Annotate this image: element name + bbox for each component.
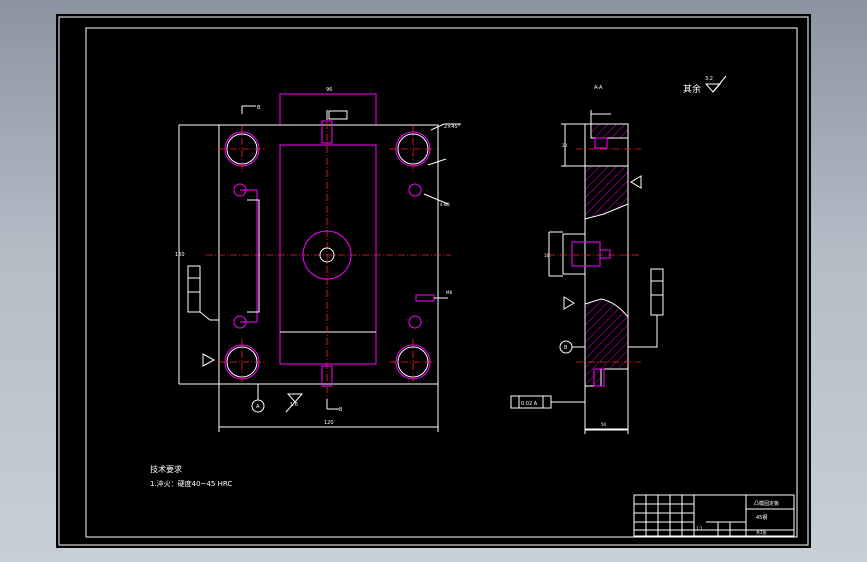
title-scale: 1:1 xyxy=(696,526,703,531)
side-bottom-pin xyxy=(593,368,605,387)
chamfer-note: 2×45° xyxy=(444,124,461,130)
tolerance-text: 0.02 A xyxy=(521,401,538,407)
roughness-note: 其余 3.2 xyxy=(683,75,727,95)
outer-border xyxy=(58,16,809,546)
section-hatch-cap xyxy=(590,123,629,139)
datum-side-text: B xyxy=(564,345,568,351)
drawing-canvas: 96 xyxy=(58,16,809,546)
hole-note: 4-Ø8 xyxy=(440,202,450,207)
section-mark-top: B xyxy=(257,105,261,111)
title-sheet: 共1张 xyxy=(756,529,767,535)
roughness-left xyxy=(202,353,216,367)
side-offset-text: 16 xyxy=(544,253,550,258)
pin-holes xyxy=(233,183,422,329)
title-material: 45钢 xyxy=(756,514,767,521)
thread-note: M8 xyxy=(446,290,452,295)
title-part-name: 凸模固定板 xyxy=(754,500,779,507)
thread-label-box xyxy=(328,110,348,120)
roughness-note-value: 3.2 xyxy=(705,76,713,82)
title-block: 凸模固定板 45钢 1:1 共1张 xyxy=(633,494,795,537)
bottom-thread-hole xyxy=(321,365,333,387)
guide-holes xyxy=(218,126,437,385)
top-thread-hole xyxy=(321,120,333,144)
bottom-width-text: 120 xyxy=(324,420,334,426)
right-tolerance-frame xyxy=(650,268,664,316)
datum-front-text: A xyxy=(256,404,260,410)
technical-requirements: 技术要求 1.淬火：硬度40~45 HRC xyxy=(150,464,232,488)
roughness-note-text: 其余 xyxy=(683,83,701,95)
plate-outline xyxy=(218,124,439,385)
side-roughness-1 xyxy=(630,175,642,189)
section-hatch-top xyxy=(584,165,629,220)
roughness-front-text: 1.6 xyxy=(290,402,298,408)
side-view: 20 16 50 B 0.02 xyxy=(510,85,664,434)
center-hole xyxy=(319,247,335,263)
tech-req-line: 1.淬火：硬度40~45 HRC xyxy=(150,479,232,488)
side-boss xyxy=(562,233,586,275)
front-view: 96 xyxy=(175,87,461,432)
side-roughness-2 xyxy=(563,296,575,310)
left-tolerance-frame xyxy=(187,265,201,313)
roughness-symbol-front xyxy=(286,393,304,403)
center-boss xyxy=(302,230,352,280)
side-slot xyxy=(415,294,435,302)
top-width-text: 96 xyxy=(326,87,332,93)
inner-border xyxy=(85,27,798,538)
left-height-text: 160 xyxy=(175,252,185,258)
section-label: A-A xyxy=(594,85,603,91)
side-counterbore xyxy=(571,241,601,267)
section-hatch-bottom xyxy=(584,298,629,387)
side-depth-text: 20 xyxy=(562,143,568,148)
side-width-text: 50 xyxy=(601,422,607,427)
top-width-dim xyxy=(279,93,377,125)
section-mark-bottom: B xyxy=(339,407,343,413)
pin-span xyxy=(240,189,258,323)
punch-cavity xyxy=(279,144,377,365)
drawing-sheet: 96 xyxy=(56,14,811,548)
tech-req-title: 技术要求 xyxy=(150,464,182,474)
